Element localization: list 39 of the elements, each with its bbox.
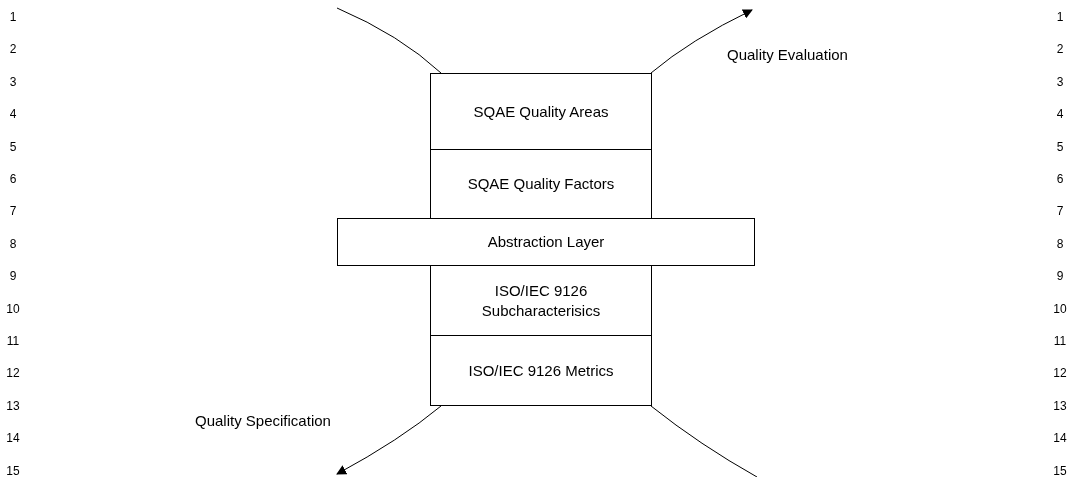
line-number: 8 bbox=[8, 236, 18, 251]
line-number: 15 bbox=[1052, 463, 1068, 477]
layer-box: SQAE Quality Factors bbox=[430, 149, 652, 219]
layer-box: ISO/IEC 9126 Metrics bbox=[430, 335, 652, 406]
line-number: 3 bbox=[1055, 74, 1065, 89]
line-number: 1 bbox=[8, 10, 18, 24]
line-number: 12 bbox=[5, 366, 21, 381]
line-number: 6 bbox=[8, 172, 18, 186]
line-number: 2 bbox=[8, 42, 18, 57]
line-number: 10 bbox=[5, 301, 21, 316]
edge-label: Quality Evaluation bbox=[727, 45, 848, 65]
curved-arrow bbox=[650, 9, 753, 74]
line-number: 8 bbox=[1055, 236, 1065, 251]
line-number: 14 bbox=[5, 431, 21, 446]
line-number: 12 bbox=[1052, 366, 1068, 381]
line-number: 4 bbox=[1055, 107, 1065, 122]
line-number: 5 bbox=[8, 139, 18, 154]
line-number: 1 bbox=[1055, 10, 1065, 24]
edge-label: Quality Specification bbox=[195, 411, 331, 431]
line-number: 6 bbox=[1055, 172, 1065, 186]
line-number: 4 bbox=[8, 107, 18, 122]
layer-box: Abstraction Layer bbox=[337, 218, 755, 266]
line-number: 11 bbox=[1052, 334, 1068, 348]
line-number: 3 bbox=[8, 74, 18, 89]
layer-box: SQAE Quality Areas bbox=[430, 73, 652, 150]
line-number: 10 bbox=[1052, 301, 1068, 316]
line-number: 5 bbox=[1055, 139, 1065, 154]
line-number: 9 bbox=[1055, 269, 1065, 284]
line-number: 13 bbox=[1052, 398, 1068, 413]
line-number: 14 bbox=[1052, 431, 1068, 446]
layer-box: ISO/IEC 9126 Subcharacterisics bbox=[430, 265, 652, 336]
line-number: 9 bbox=[8, 269, 18, 284]
line-number: 13 bbox=[5, 398, 21, 413]
curved-arrow bbox=[336, 405, 442, 475]
line-number: 11 bbox=[5, 334, 21, 348]
line-number: 7 bbox=[8, 204, 18, 219]
line-number: 2 bbox=[1055, 42, 1065, 57]
line-number: 7 bbox=[1055, 204, 1065, 219]
line-number: 15 bbox=[5, 463, 21, 477]
